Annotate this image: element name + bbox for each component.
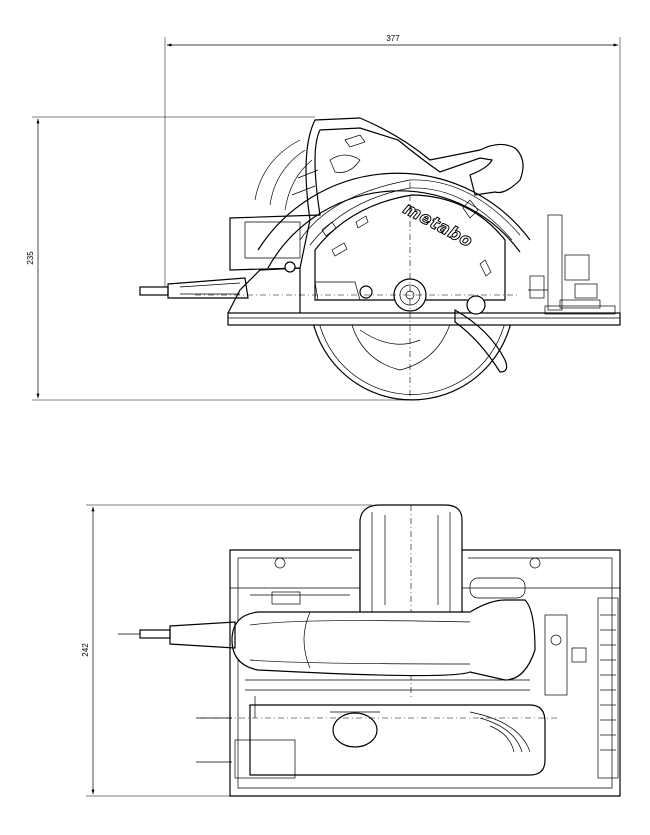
guard-vents [321,199,492,277]
front-bracket [528,214,601,311]
top-view: 242 [81,504,621,797]
motor-body-top [234,696,546,779]
guard-lever-knob [359,285,373,299]
motor-handle-housing [229,117,524,271]
height-dimension: 235 [26,116,420,401]
base-interior-details [196,591,560,763]
length-dimension: 377 [164,34,621,318]
base-plate [227,267,621,326]
width-dimension-label: 242 [81,643,90,657]
lower-guard-lever [454,308,508,373]
power-cord-top [118,621,236,649]
bevel-knob [466,295,486,315]
side-view: 377 235 [26,34,621,401]
handle-top [231,577,536,681]
length-dimension-label: 377 [386,34,400,43]
saw-blade [311,317,513,401]
motor-housing-top [359,504,463,700]
power-cord [139,277,249,299]
angle-scale [544,597,619,779]
depth-knob [284,261,296,273]
height-dimension-label: 235 [26,251,35,265]
